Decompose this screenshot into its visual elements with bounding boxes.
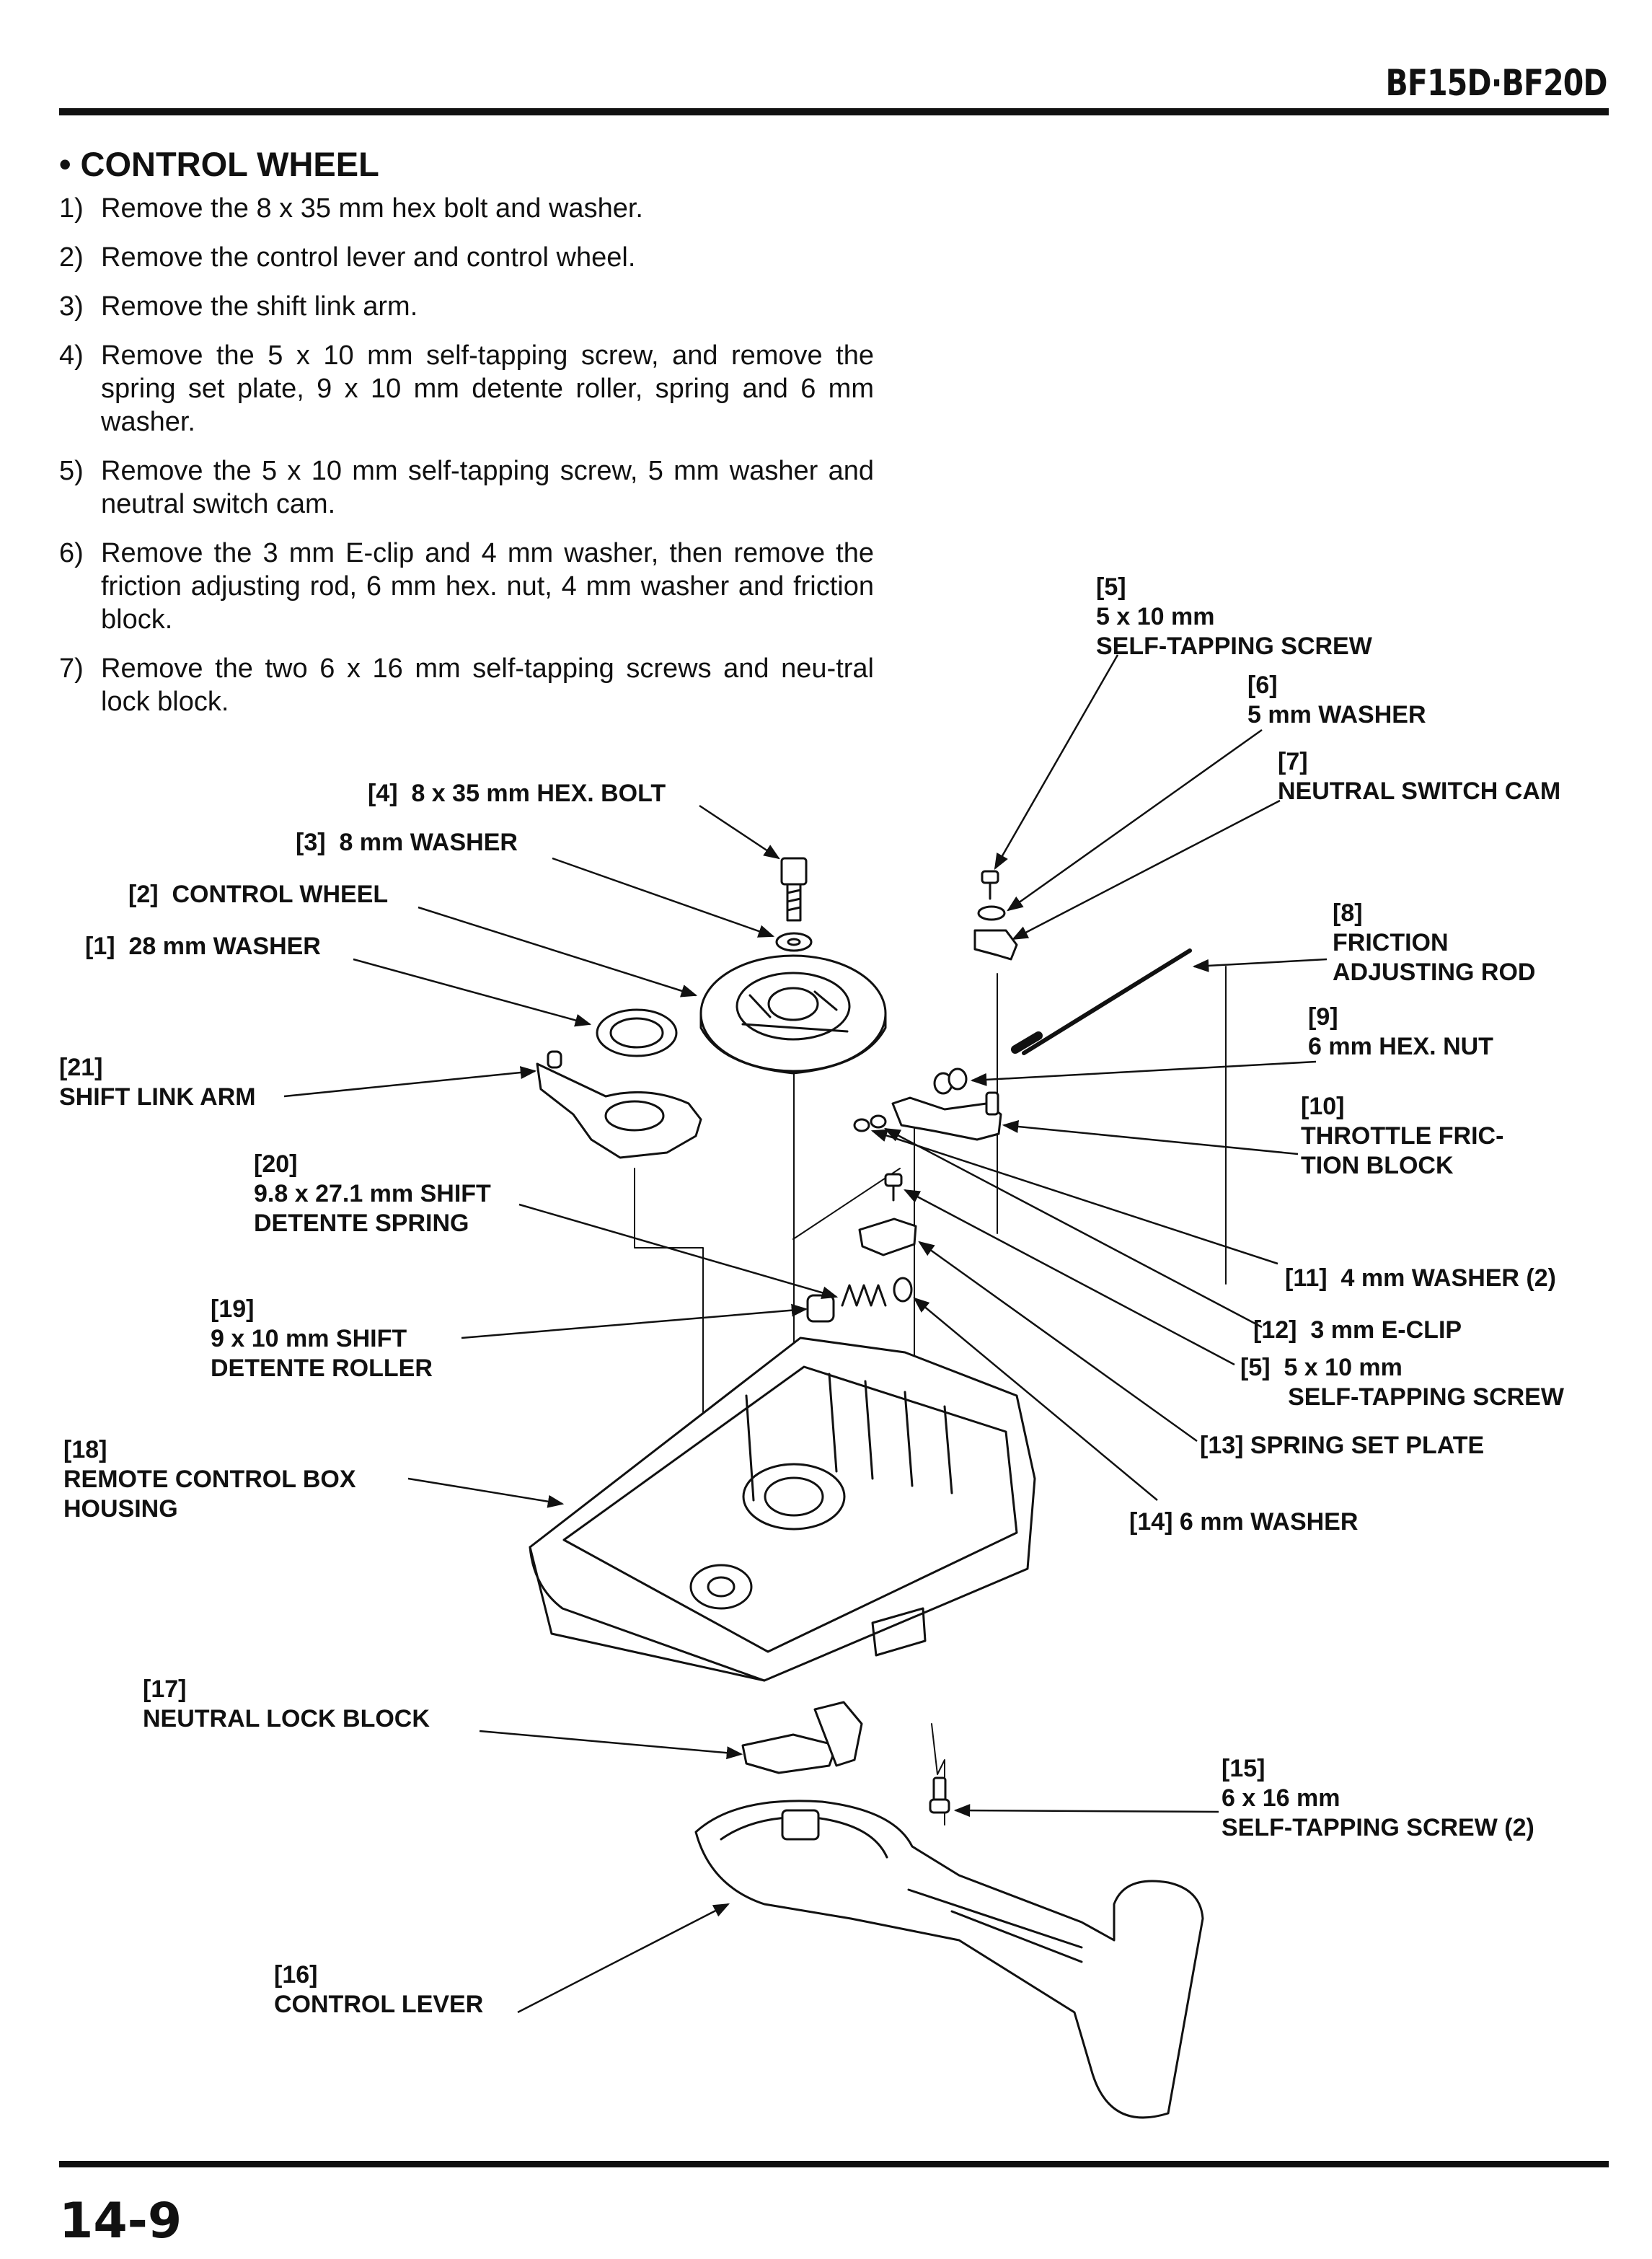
screw-5b-icon — [884, 1173, 903, 1202]
washer-3-icon — [775, 932, 813, 952]
callout-19-shift-detente-roller: [19] 9 x 10 mm SHIFT DETENTE ROLLER — [211, 1295, 433, 1382]
leader-1 — [353, 958, 592, 1027]
step-text: Remove the 5 x 10 mm self-tapping screw,… — [101, 340, 874, 437]
step-number: 1) — [59, 193, 84, 224]
leader-21 — [283, 1066, 537, 1098]
step-item: 4) Remove the 5 x 10 mm self-tapping scre… — [59, 339, 874, 439]
callout-2-control-wheel: [2] CONTROL WHEEL — [128, 881, 389, 908]
step-number: 6) — [59, 538, 84, 568]
screw-6x16-icon — [929, 1776, 950, 1814]
step-item: 2) Remove the control lever and control w… — [59, 241, 874, 274]
leader-19 — [461, 1303, 808, 1339]
bolt-4-icon — [780, 857, 808, 922]
washer-28mm-icon — [596, 1008, 678, 1057]
step-item: 1) Remove the 8 x 35 mm hex bolt and wash… — [59, 192, 874, 225]
callout-7-neutral-switch-cam: [7] NEUTRAL SWITCH CAM — [1278, 748, 1561, 805]
screw-5-icon — [981, 870, 999, 900]
callout-12-e-clip: [12] 3 mm E-CLIP — [1253, 1316, 1462, 1344]
leader-5a — [994, 654, 1119, 870]
callout-13-spring-set-plate: [13] SPRING SET PLATE — [1200, 1432, 1485, 1459]
step-number: 3) — [59, 291, 84, 322]
leader-3 — [552, 857, 775, 938]
leader-5b — [904, 1189, 1235, 1366]
leader-2 — [418, 906, 698, 998]
section-title: • CONTROL WHEEL — [59, 145, 379, 183]
leader-8 — [1192, 958, 1328, 972]
callout-6-5mm-washer: [6] 5 mm WASHER — [1247, 671, 1426, 728]
page-number: 14-9 — [59, 2193, 182, 2250]
callout-3-8mm-washer: [3] 8 mm WASHER — [296, 829, 518, 856]
leader-10 — [1002, 1120, 1299, 1155]
leader-13 — [918, 1241, 1198, 1443]
neutral-lock-block-icon — [741, 1701, 863, 1774]
leader-16 — [517, 1903, 730, 2014]
leader-17 — [479, 1730, 743, 1760]
footer-rule — [59, 2161, 1609, 2167]
callout-10-throttle-friction-block: [10] THROTTLE FRIC- TION BLOCK — [1301, 1093, 1504, 1179]
procedure-steps: 1) Remove the 8 x 35 mm hex bolt and wash… — [59, 192, 874, 734]
callout-20-shift-detente-spring: [20] 9.8 x 27.1 mm SHIFT DETENTE SPRING — [254, 1150, 491, 1237]
control-wheel-icon — [699, 954, 887, 1075]
step-text: Remove the 5 x 10 mm self-tapping screw,… — [101, 456, 874, 519]
callout-15-self-tapping-screw-2: [15] 6 x 16 mm SELF-TAPPING SCREW (2) — [1222, 1755, 1534, 1841]
throttle-friction-block-icon — [891, 1091, 1002, 1141]
leader-lines — [283, 654, 1328, 2014]
callout-4-hex-bolt: [4] 8 x 35 mm HEX. BOLT — [368, 780, 666, 807]
step-item: 7) Remove the two 6 x 16 mm self-tapping … — [59, 652, 874, 718]
washer-6mm-icon — [893, 1277, 913, 1303]
step-text: Remove the two 6 x 16 mm self-tapping sc… — [101, 653, 874, 717]
step-item: 5) Remove the 5 x 10 mm self-tapping scre… — [59, 454, 874, 521]
washer-5mm-icon — [977, 905, 1006, 921]
step-number: 5) — [59, 456, 84, 486]
callout-8-friction-adjusting-rod: [8] FRICTION ADJUSTING ROD — [1333, 899, 1536, 986]
callout-11-4mm-washer: [11] 4 mm WASHER (2) — [1285, 1264, 1556, 1292]
leader-14 — [913, 1297, 1158, 1501]
leader-18 — [407, 1477, 565, 1508]
detente-spring-icon — [841, 1284, 887, 1307]
friction-adjusting-rod-icon — [1011, 948, 1192, 1055]
leader-4 — [699, 804, 780, 860]
step-text: Remove the control lever and control whe… — [101, 242, 636, 273]
e-clip-icon — [870, 1114, 887, 1129]
remote-control-box-housing-icon — [529, 1337, 1036, 1682]
callout-17-neutral-lock-block: [17] NEUTRAL LOCK BLOCK — [143, 1675, 430, 1732]
callout-5-self-tapping-screw: [5] 5 x 10 mm SELF-TAPPING SCREW — [1096, 573, 1372, 660]
callout-18-remote-control-box-housing: [18] REMOTE CONTROL BOX HOUSING — [63, 1436, 356, 1523]
callout-5-self-tapping-screw-b: [5] 5 x 10 mm SELF-TAPPING SCREW — [1240, 1354, 1564, 1411]
neutral-switch-cam-icon — [973, 929, 1018, 961]
spring-set-plate-icon — [858, 1217, 917, 1256]
callout-14-6mm-washer: [14] 6 mm WASHER — [1129, 1508, 1359, 1536]
leader-12 — [884, 1127, 1263, 1329]
step-number: 2) — [59, 242, 84, 273]
detente-roller-icon — [806, 1294, 835, 1323]
step-text: Remove the 3 mm E-clip and 4 mm washer, … — [101, 538, 874, 635]
step-item: 3) Remove the shift link arm. — [59, 290, 874, 323]
step-text: Remove the 8 x 35 mm hex bolt and washer… — [101, 193, 643, 224]
shift-link-arm-icon — [536, 1050, 702, 1159]
step-text: Remove the shift link arm. — [101, 291, 418, 322]
hex-nut-6mm-icon — [933, 1067, 968, 1095]
leader-9 — [970, 1060, 1317, 1086]
callout-1-28mm-washer: [1] 28 mm WASHER — [85, 933, 321, 960]
callout-9-6mm-hex-nut: [9] 6 mm HEX. NUT — [1308, 1003, 1493, 1060]
header-rule — [59, 108, 1609, 115]
callout-16-control-lever: [16] CONTROL LEVER — [274, 1961, 484, 2018]
washer-4mm-icon — [853, 1118, 870, 1132]
control-lever-icon — [694, 1800, 1204, 2119]
leader-6 — [1007, 728, 1263, 912]
leader-7 — [1012, 799, 1281, 941]
model-header: BF15D·BF20D — [1385, 62, 1608, 104]
leader-15 — [953, 1804, 1219, 1818]
leader-11 — [870, 1129, 1278, 1265]
step-number: 4) — [59, 340, 84, 371]
step-number: 7) — [59, 653, 84, 684]
leader-20 — [518, 1203, 839, 1299]
callout-21-shift-link-arm: [21] SHIFT LINK ARM — [59, 1054, 256, 1111]
step-item: 6) Remove the 3 mm E-clip and 4 mm washer… — [59, 537, 874, 636]
